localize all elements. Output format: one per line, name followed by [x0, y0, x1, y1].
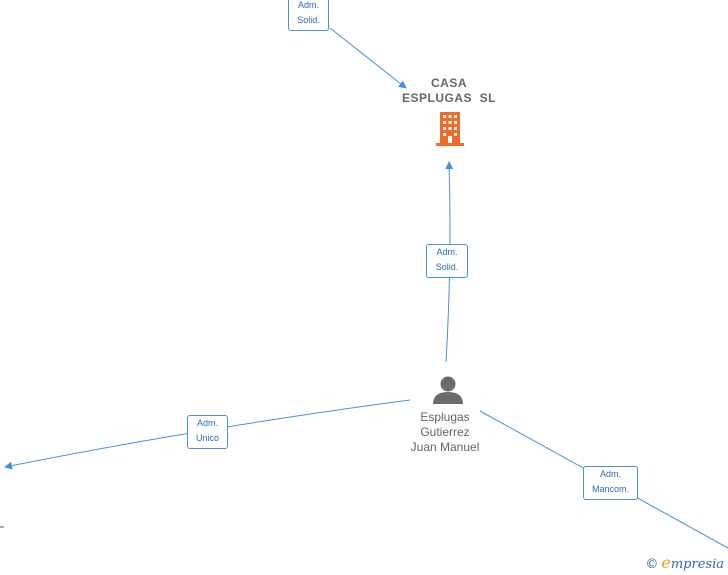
person-name-line3: Juan Manuel: [410, 440, 480, 454]
company-name-line2: ESPLUGAS SL: [401, 91, 496, 105]
edge-top-to-company: [329, 27, 407, 89]
brand-name: mpresia: [670, 557, 724, 572]
brand-initial: e: [661, 553, 671, 572]
relation-label-top[interactable]: Adm. Solid.: [288, 0, 329, 31]
relation-label-left[interactable]: Adm. Unico: [187, 415, 228, 449]
person-icon[interactable]: [433, 376, 463, 405]
person-name[interactable]: Esplugas Gutierrez Juan Manuel: [395, 410, 495, 455]
company-name[interactable]: CASA ESPLUGAS SL: [390, 76, 508, 106]
building-icon[interactable]: [436, 112, 464, 146]
company-name-line1: CASA: [430, 76, 467, 90]
relation-label-center[interactable]: Adm. Solid.: [426, 244, 468, 278]
copyright-icon: ©: [645, 557, 659, 572]
person-name-line1: Esplugas: [420, 410, 470, 424]
relation-label-right[interactable]: Adm. Mancom.: [583, 466, 638, 500]
empresia-logo: ©empresia: [645, 553, 724, 572]
person-name-line2: Gutierrez: [420, 425, 470, 439]
